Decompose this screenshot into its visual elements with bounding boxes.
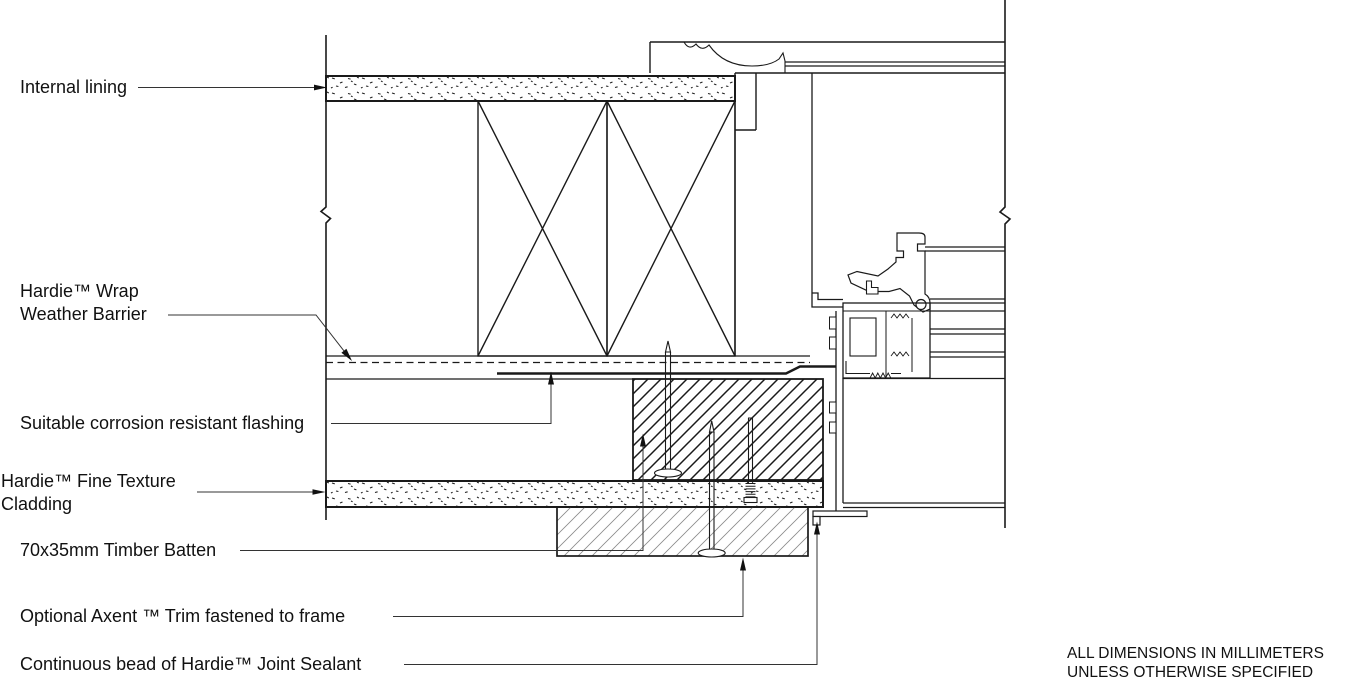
- dimensions-note: ALL DIMENSIONS IN MILLIMETERS UNLESS OTH…: [1067, 645, 1324, 682]
- label-timber-batten: 70x35mm Timber Batten: [20, 540, 217, 560]
- glazing-lines: [843, 246, 1005, 380]
- axent-trim-hatched: [556, 506, 809, 557]
- frame-bottom-flange: [812, 510, 868, 518]
- leader-timber-batten: [240, 446, 644, 551]
- fastener-screw: [743, 417, 758, 504]
- gasket-roll: [915, 298, 927, 311]
- thermal-break-block: [849, 317, 877, 357]
- label-weather-barrier: Hardie™ Wrap Weather Barrier: [20, 281, 147, 324]
- leader-weather-barrier: [168, 314, 345, 352]
- glazing-bead-profile: [847, 232, 931, 313]
- architrave-sketch-break-line: [683, 41, 786, 73]
- cladding-strip: [325, 480, 824, 508]
- window-frame-section: [811, 73, 1005, 526]
- wall-cut-line-left: [319, 35, 332, 520]
- gasket-serration-bottom: [890, 351, 910, 357]
- frame-underside-seal: [845, 361, 901, 375]
- label-flashing: Suitable corrosion resistant flashing: [20, 413, 305, 433]
- timber-batten-hatched: [632, 378, 824, 481]
- fastener-nail-2: [697, 420, 726, 558]
- label-cladding: Hardie™ Fine Texture Cladding: [1, 471, 176, 514]
- dimensions-note-line2: UNLESS OTHERWISE SPECIFIED: [1067, 663, 1314, 681]
- insulation-batts: [477, 100, 736, 357]
- leader-axent-trim: [393, 570, 744, 617]
- leader-lines: [138, 84, 820, 665]
- weather-barrier-line: [326, 355, 810, 364]
- label-internal-lining: Internal lining: [20, 77, 128, 97]
- window-head-architrave: [649, 41, 1005, 356]
- internal-lining-strip: [325, 75, 736, 102]
- fastener-nail-1: [653, 340, 683, 478]
- label-axent-trim: Optional Axent ™ Trim fastened to frame: [20, 606, 346, 626]
- gasket-serration-top: [890, 313, 910, 319]
- leader-joint-sealant: [404, 534, 818, 665]
- jamb-channel: [829, 311, 1005, 511]
- frame-clip-profile: [865, 280, 879, 295]
- label-joint-sealant: Continuous bead of Hardie™ Joint Sealant: [20, 654, 362, 674]
- dimensions-note-line1: ALL DIMENSIONS IN MILLIMETERS: [1067, 645, 1324, 662]
- leader-flashing: [331, 384, 552, 424]
- wall-cut-line-right: [998, 0, 1012, 528]
- head-trimmer-stud: [734, 73, 757, 356]
- flashing-line: [326, 365, 836, 380]
- head-reveal-liner: [811, 73, 843, 308]
